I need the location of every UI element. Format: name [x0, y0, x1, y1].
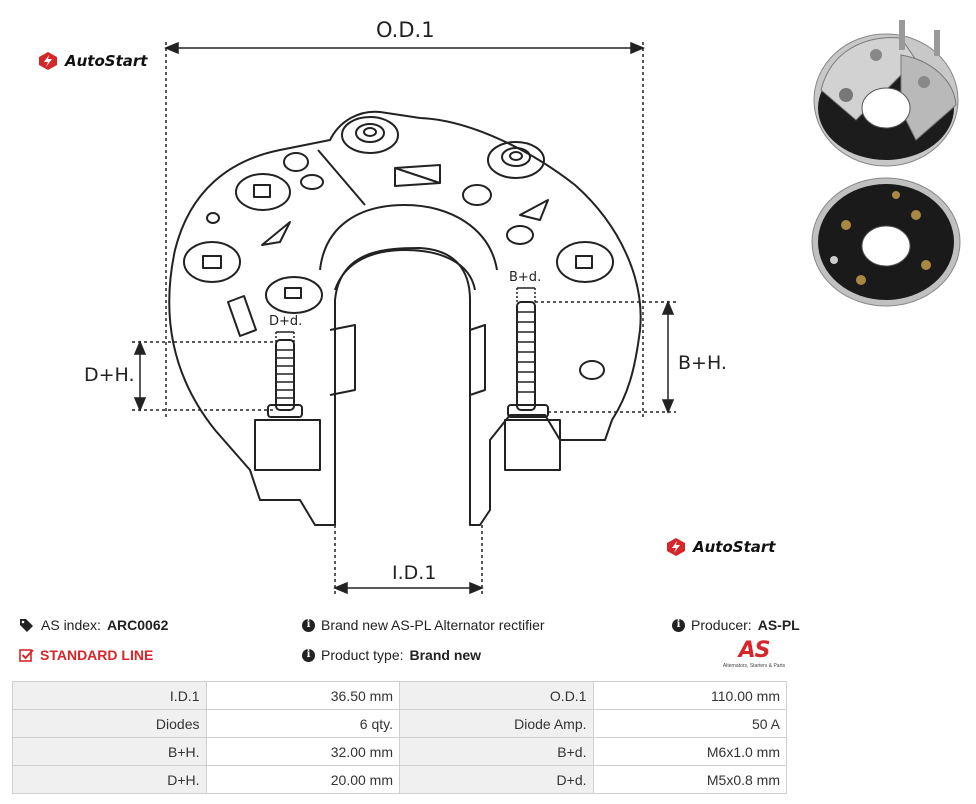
spec-key: Diode Amp.	[399, 709, 594, 738]
table-row: B+H. 32.00 mm B+d. M6x1.0 mm	[12, 737, 787, 766]
as-index: AS index: ARC0062	[19, 617, 168, 633]
autostart-logo-icon	[39, 52, 57, 70]
spec-value: 20.00 mm	[205, 765, 400, 794]
spec-value: 36.50 mm	[205, 681, 400, 710]
as-pl-logo-mark: AS	[738, 638, 771, 663]
spec-key: B+d.	[399, 737, 594, 766]
table-row: Diodes 6 qty. Diode Amp. 50 A	[12, 709, 787, 738]
spec-key: O.D.1	[399, 681, 594, 710]
od-label: O.D.1	[376, 18, 435, 42]
as-index-value: ARC0062	[106, 617, 169, 633]
info-icon: i	[672, 618, 685, 632]
bh-label: B+H.	[678, 352, 727, 374]
info-icon: i	[302, 618, 315, 632]
d-bolt	[275, 339, 295, 411]
stamp-marker	[394, 164, 441, 187]
spec-value: 50 A	[592, 709, 787, 738]
spec-key: D+H.	[12, 765, 207, 794]
rectifier-body-outline	[168, 110, 642, 526]
center-hole-rim	[319, 204, 498, 271]
b-bolt	[516, 301, 536, 411]
standard-line-badge: STANDARD LINE	[19, 647, 153, 663]
table-row: I.D.1 36.50 mm O.D.1 110.00 mm	[12, 681, 787, 710]
autostart-logo-icon	[667, 538, 685, 556]
spec-value: M5x0.8 mm	[592, 765, 787, 794]
dh-label: D+H.	[84, 364, 135, 386]
product-photo-top	[813, 20, 959, 167]
as-pl-logo-tagline: Alternators, Starters & Parts	[722, 663, 786, 669]
spec-value: 32.00 mm	[205, 737, 400, 766]
diode-pad	[265, 276, 323, 314]
spec-value: M6x1.0 mm	[592, 737, 787, 766]
terminal-top-left	[341, 116, 399, 154]
product-photos	[811, 20, 961, 307]
bd-label: B+d.	[509, 270, 542, 285]
spec-key: D+d.	[399, 765, 594, 794]
terminal-top-right	[487, 141, 545, 179]
producer-value: AS-PL	[757, 617, 800, 633]
dd-label: D+d.	[269, 314, 303, 329]
diode-pad	[556, 241, 614, 283]
spec-value: 110.00 mm	[592, 681, 787, 710]
diode-pad	[235, 173, 291, 211]
spec-key: I.D.1	[12, 681, 207, 710]
as-pl-logo: AS Alternators, Starters & Parts	[716, 638, 792, 670]
tags-icon	[20, 619, 33, 632]
table-row: D+H. 20.00 mm D+d. M5x0.8 mm	[12, 765, 787, 794]
info-icon: i	[302, 648, 315, 662]
product-photo-bottom	[811, 177, 961, 307]
autostart-logo-top: AutoStart	[37, 51, 147, 71]
producer: i Producer: AS-PL	[672, 617, 800, 633]
spec-value: 6 qty.	[205, 709, 400, 738]
product-type-value: Brand new	[409, 647, 482, 663]
spec-key: Diodes	[12, 709, 207, 738]
autostart-logo-text: AutoStart	[65, 52, 148, 70]
product-type: i Product type: Brand new	[302, 647, 481, 663]
checkbox-icon	[19, 649, 34, 662]
autostart-logo-text: AutoStart	[693, 538, 776, 556]
autostart-logo-bottom: AutoStart	[665, 537, 775, 557]
id-label: I.D.1	[392, 562, 437, 584]
rectifier-drawing	[132, 41, 676, 595]
brand-new-note: i Brand new AS-PL Alternator rectifier	[302, 617, 545, 633]
spec-key: B+H.	[12, 737, 207, 766]
diode-pad	[183, 241, 241, 283]
spec-table: I.D.1 36.50 mm O.D.1 110.00 mm Diodes 6 …	[12, 681, 787, 794]
